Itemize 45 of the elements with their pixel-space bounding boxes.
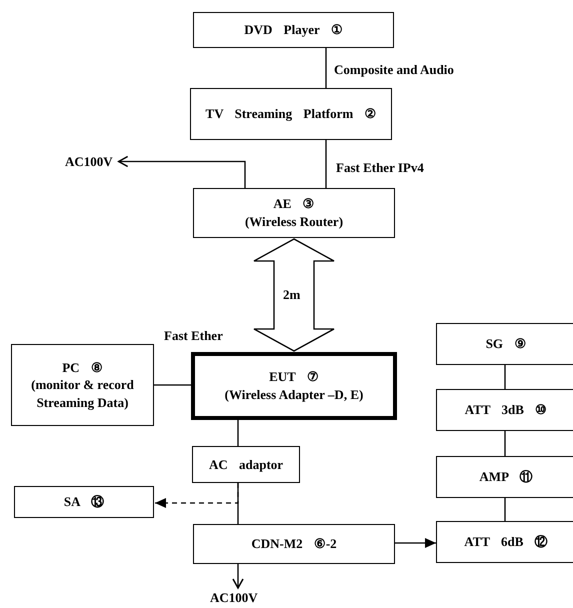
edge-label: 2m [282, 287, 302, 302]
equipment-name: ATT 6dB ⑫ [464, 533, 548, 551]
equipment-description: (Wireless Adapter –D, E) [224, 386, 364, 404]
arrow [118, 156, 246, 188]
equipment-name: AC adaptor [208, 456, 284, 474]
power-label: AC100V [210, 591, 258, 604]
equipment-box [436, 456, 573, 498]
equipment-box [11, 344, 154, 426]
equipment-name: CDN-M2 ⑥-2 [251, 535, 337, 553]
equipment-name: ATT 3dB ⑩ [464, 401, 548, 419]
connector-line [325, 140, 327, 188]
equipment-description: (monitor & record Streaming Data) [30, 376, 135, 412]
equipment-box [436, 521, 573, 563]
equipment-box [193, 524, 395, 564]
device-under-test-box [191, 352, 397, 420]
equipment-box [190, 88, 392, 140]
equipment-box [193, 188, 395, 238]
edge-label: Composite and Audio [333, 62, 455, 77]
equipment-name: AE ③ [273, 195, 315, 213]
arrow [232, 564, 244, 589]
equipment-box [436, 389, 573, 431]
equipment-name: SA ⑬ [64, 493, 104, 511]
equipment-name: DVD Player ① [244, 21, 343, 39]
connection-label: Fast Ether [163, 328, 224, 343]
equipment-name: PC ⑧ [62, 358, 103, 376]
connector-line [237, 420, 239, 446]
wireless-link-double-arrow [253, 238, 335, 352]
equipment-name: TV Streaming Platform ② [206, 105, 376, 123]
arrow [155, 483, 239, 508]
equipment-box [14, 486, 154, 518]
equipment-box [193, 12, 394, 48]
connector-line [504, 498, 506, 521]
connector-line [504, 431, 506, 456]
equipment-name: EUT ⑦ [269, 368, 319, 386]
connector-line [504, 365, 506, 389]
arrow [395, 538, 436, 548]
equipment-box [192, 446, 300, 483]
power-label: AC100V [65, 155, 113, 168]
equipment-description: (Wireless Router) [244, 213, 344, 231]
equipment-box [436, 323, 573, 365]
equipment-name: SG ⑨ [486, 335, 526, 353]
edge-label: Fast Ether IPv4 [335, 160, 425, 175]
equipment-name: AMP ⑪ [479, 468, 533, 486]
connector-line [154, 384, 191, 386]
connector-line [325, 48, 327, 88]
